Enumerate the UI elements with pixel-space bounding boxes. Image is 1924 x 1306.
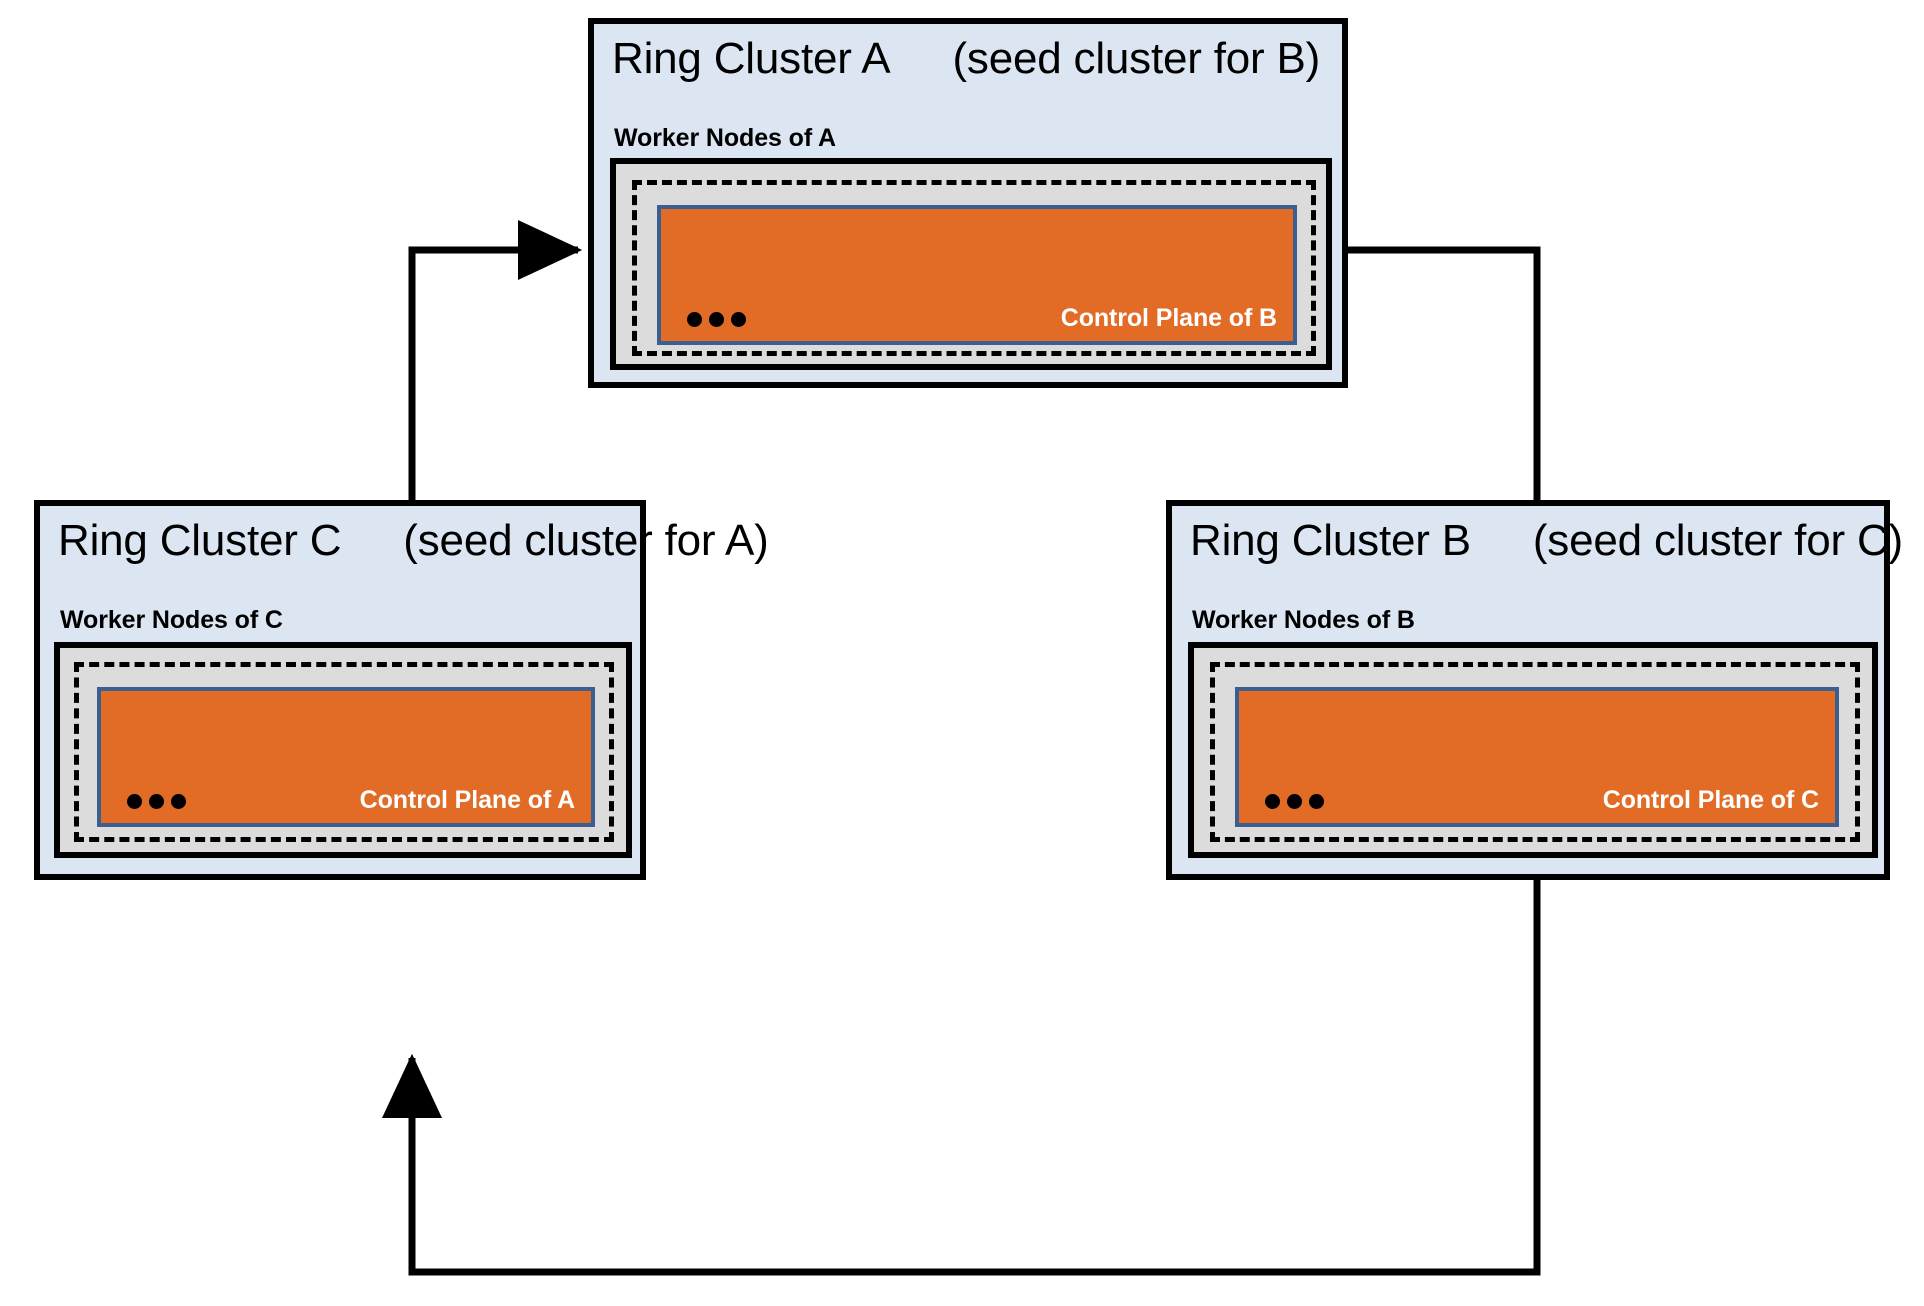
cluster-name-c: Ring Cluster C (58, 516, 342, 565)
ellipsis-icon-c (127, 794, 186, 809)
worker-nodes-label-b: Worker Nodes of B (1192, 606, 1415, 634)
ellipsis-icon-a (687, 312, 746, 327)
cluster-seed-note-a: (seed cluster for B) (952, 34, 1321, 83)
cluster-seed-note-c: (seed cluster for A) (403, 516, 769, 565)
control-plane-label-c: Control Plane of C (1602, 786, 1819, 814)
control-plane-box-b[interactable]: Control Plane of B (657, 205, 1297, 345)
cluster-name-a: Ring Cluster A (612, 34, 891, 83)
cluster-box-c[interactable]: Ring Cluster C (seed cluster for A) Worke… (34, 500, 769, 880)
worker-nodes-label-a: Worker Nodes of A (614, 124, 836, 152)
control-plane-box-c[interactable]: Control Plane of C (1235, 687, 1839, 827)
ellipsis-icon-b (1265, 794, 1324, 809)
control-plane-box-a[interactable]: Control Plane of A (97, 687, 595, 827)
control-plane-label-b: Control Plane of B (1060, 304, 1277, 332)
worker-node-dashed-boundary-a: Control Plane of B (632, 180, 1316, 356)
cluster-box-b[interactable]: Ring Cluster B (seed cluster for C) Worke… (1166, 500, 1903, 880)
worker-nodes-box-b[interactable]: Control Plane of C (1188, 642, 1878, 858)
worker-node-dashed-boundary-c: Control Plane of A (74, 662, 614, 842)
arrow-b-to-c (381, 880, 1541, 1276)
worker-nodes-box-c[interactable]: Control Plane of A (54, 642, 632, 858)
cluster-name-b: Ring Cluster B (1190, 516, 1471, 565)
cluster-title-b: Ring Cluster B (seed cluster for C) (1190, 516, 1903, 565)
worker-nodes-box-a[interactable]: Control Plane of B (610, 158, 1332, 370)
cluster-box-a[interactable]: Ring Cluster A (seed cluster for B) Worke… (588, 18, 1348, 388)
worker-node-dashed-boundary-b: Control Plane of C (1210, 662, 1860, 842)
cluster-title-a: Ring Cluster A (seed cluster for B) (612, 34, 1320, 83)
cluster-title-c: Ring Cluster C (seed cluster for A) (58, 516, 769, 565)
worker-nodes-label-c: Worker Nodes of C (60, 606, 283, 634)
cluster-seed-note-b: (seed cluster for C) (1532, 516, 1903, 565)
control-plane-label-a: Control Plane of A (359, 786, 575, 814)
